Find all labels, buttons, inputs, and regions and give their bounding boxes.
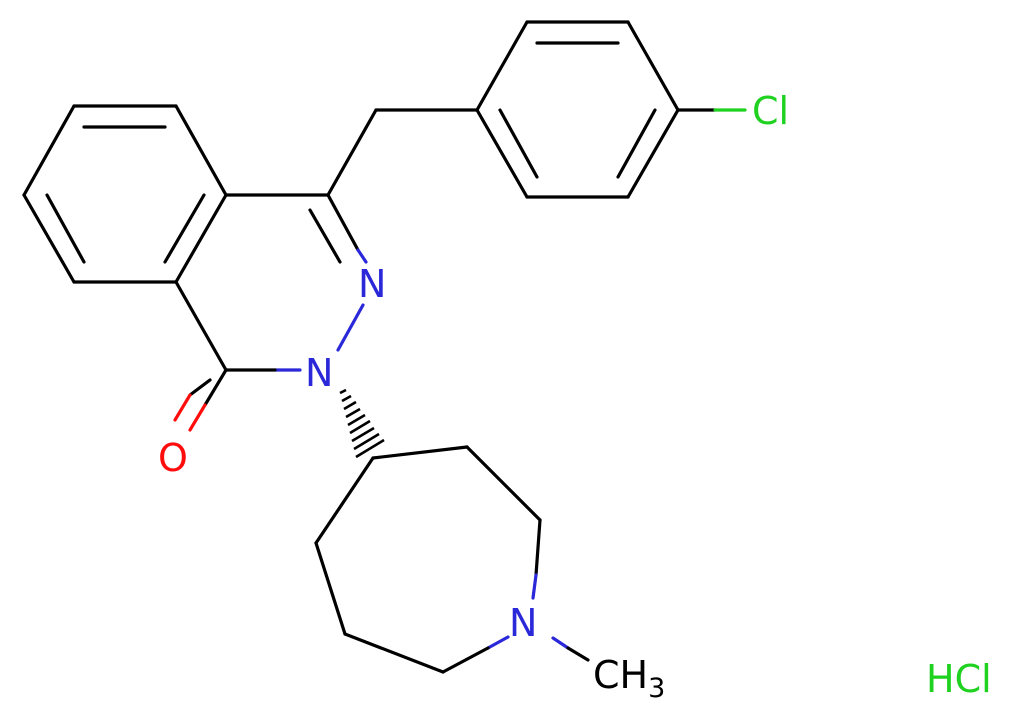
nitrogen-azepane-label: N: [509, 601, 537, 645]
oxygen-label: O: [158, 436, 188, 480]
chlorophenyl-ring: [475, 20, 680, 199]
methyl-main-text: CH: [593, 653, 648, 697]
carbonyl-bond: [173, 368, 228, 432]
n-methyl-bond: [551, 636, 590, 662]
diazine-ring: [174, 193, 368, 372]
chlorine-label: Cl: [752, 89, 789, 133]
nitrogen-lower-label: N: [305, 351, 333, 395]
nitrogen-upper-label: N: [358, 262, 386, 306]
benzyl-linker: [326, 108, 479, 197]
azepane-ring: [314, 445, 542, 674]
salt-label: HCl: [926, 657, 992, 701]
methyl-label: CH3: [593, 653, 665, 704]
hashed-wedge-bond: [339, 388, 385, 459]
benzo-ring: [22, 104, 228, 284]
methyl-subscript: 3: [648, 673, 665, 704]
